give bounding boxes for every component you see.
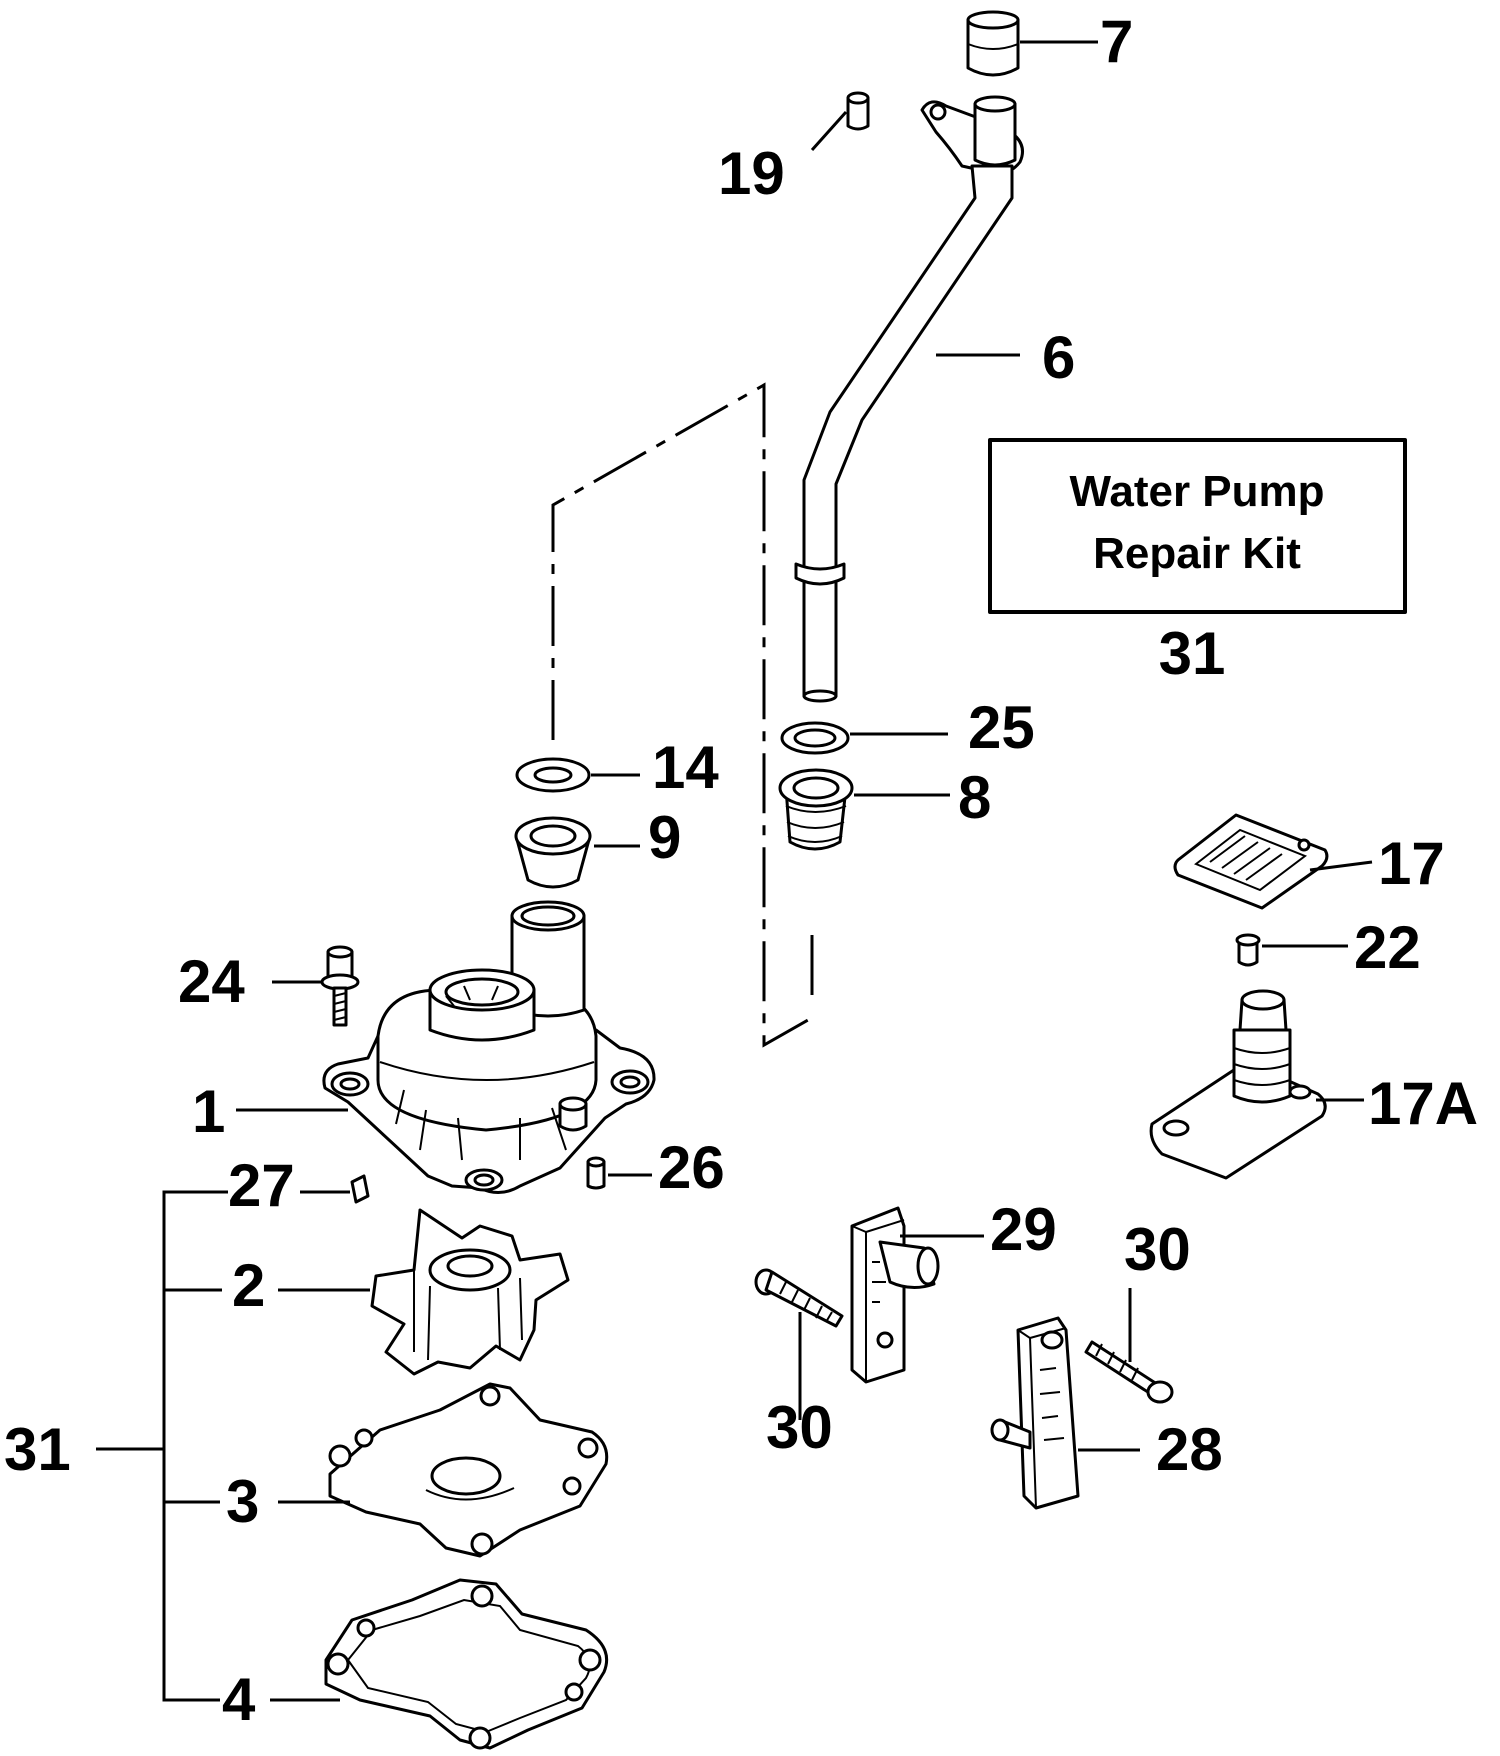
part-30-screw-b [1084,1340,1174,1404]
part-14-washer [515,757,591,793]
callout-7: 7 [1100,8,1133,75]
part-25-o-ring [780,721,850,755]
callout-31-kit: 31 [1159,620,1226,687]
alignment-phantom-line [551,382,814,1048]
part-7-grommet [966,10,1020,77]
callout-31: 31 [4,1416,71,1483]
callout-9: 9 [648,804,681,871]
callout-22: 22 [1354,914,1421,981]
callout-30-lower: 30 [766,1394,833,1461]
callout-27: 27 [228,1152,295,1219]
part-6-water-tube [794,95,1024,703]
callout-17: 17 [1378,830,1445,897]
callout-26: 26 [658,1134,725,1201]
part-28-bracket [990,1316,1080,1510]
repair-kit-box: Water Pump Repair Kit [988,438,1407,614]
part-24-bolt [320,945,360,1027]
part-26-pin [586,1156,606,1190]
callout-30-upper: 30 [1124,1216,1191,1283]
part-9-grommet [514,816,592,889]
callout-14: 14 [652,734,719,801]
part-2-impeller [370,1208,570,1376]
callout-6: 6 [1042,324,1075,391]
callout-8: 8 [958,764,991,831]
part-17-plate [1173,813,1329,910]
kit-label-line1: Water Pump [1069,467,1324,516]
part-1-pump-housing [322,900,656,1194]
callout-2: 2 [232,1252,265,1319]
part-30-screw-a [754,1268,844,1328]
part-22-screw [1235,933,1261,967]
part-19-pin [846,91,870,131]
callout-29: 29 [990,1196,1057,1263]
callout-1: 1 [192,1078,225,1145]
part-17a-cover [1149,989,1327,1180]
part-29-bracket [850,1206,940,1384]
kit-31-bracket [96,1190,228,1702]
callout-28: 28 [1156,1416,1223,1483]
callout-24: 24 [178,948,245,1015]
callout-3: 3 [226,1468,259,1535]
callout-19: 19 [718,140,785,207]
part-27-key [350,1174,370,1204]
part-3-plate [328,1382,609,1558]
part-4-gasket [324,1578,609,1750]
leader-17 [1309,860,1373,872]
kit-label-line2: Repair Kit [1093,529,1301,578]
callout-25: 25 [968,694,1035,761]
callout-17a: 17A [1368,1070,1478,1137]
callout-4: 4 [222,1666,256,1733]
leader-19 [810,110,848,152]
part-8-grommet [778,768,854,851]
